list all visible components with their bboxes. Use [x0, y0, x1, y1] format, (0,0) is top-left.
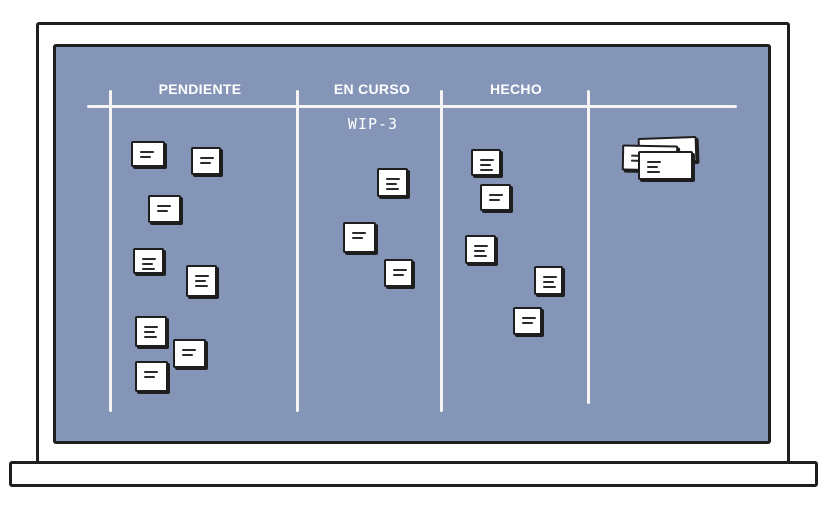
sticky-note-card[interactable] — [343, 222, 376, 253]
sticky-note-card[interactable] — [173, 339, 206, 368]
sticky-note-card[interactable] — [135, 361, 168, 392]
sticky-note-card[interactable] — [534, 266, 563, 295]
whiteboard-tray — [9, 461, 818, 487]
sticky-note-card[interactable] — [131, 141, 165, 167]
sticky-note-card[interactable] — [384, 259, 413, 287]
sticky-note-card[interactable] — [480, 184, 511, 211]
sticky-note-card[interactable] — [377, 168, 408, 197]
wip-limit-label: WIP-3 — [347, 115, 399, 133]
sticky-note-card[interactable] — [471, 149, 501, 176]
column-title-en-curso: EN CURSO — [333, 81, 411, 97]
column-title-hecho: HECHO — [489, 81, 543, 97]
column-divider-2 — [296, 90, 299, 412]
sticky-note-card[interactable] — [135, 316, 167, 347]
sticky-note-card[interactable] — [465, 235, 496, 264]
sticky-note-card[interactable] — [513, 307, 542, 335]
sticky-note-card[interactable] — [148, 195, 181, 223]
stacked-sticky-note[interactable] — [638, 151, 693, 180]
column-divider-4 — [587, 90, 590, 404]
sticky-note-card[interactable] — [191, 147, 221, 175]
column-divider-1 — [109, 90, 112, 412]
column-title-pendiente: PENDIENTE — [158, 81, 242, 97]
column-divider-3 — [440, 90, 443, 412]
header-divider-line — [87, 105, 737, 108]
sticky-note-card[interactable] — [186, 265, 217, 297]
sticky-note-card[interactable] — [133, 248, 164, 274]
kanban-board — [53, 44, 771, 444]
